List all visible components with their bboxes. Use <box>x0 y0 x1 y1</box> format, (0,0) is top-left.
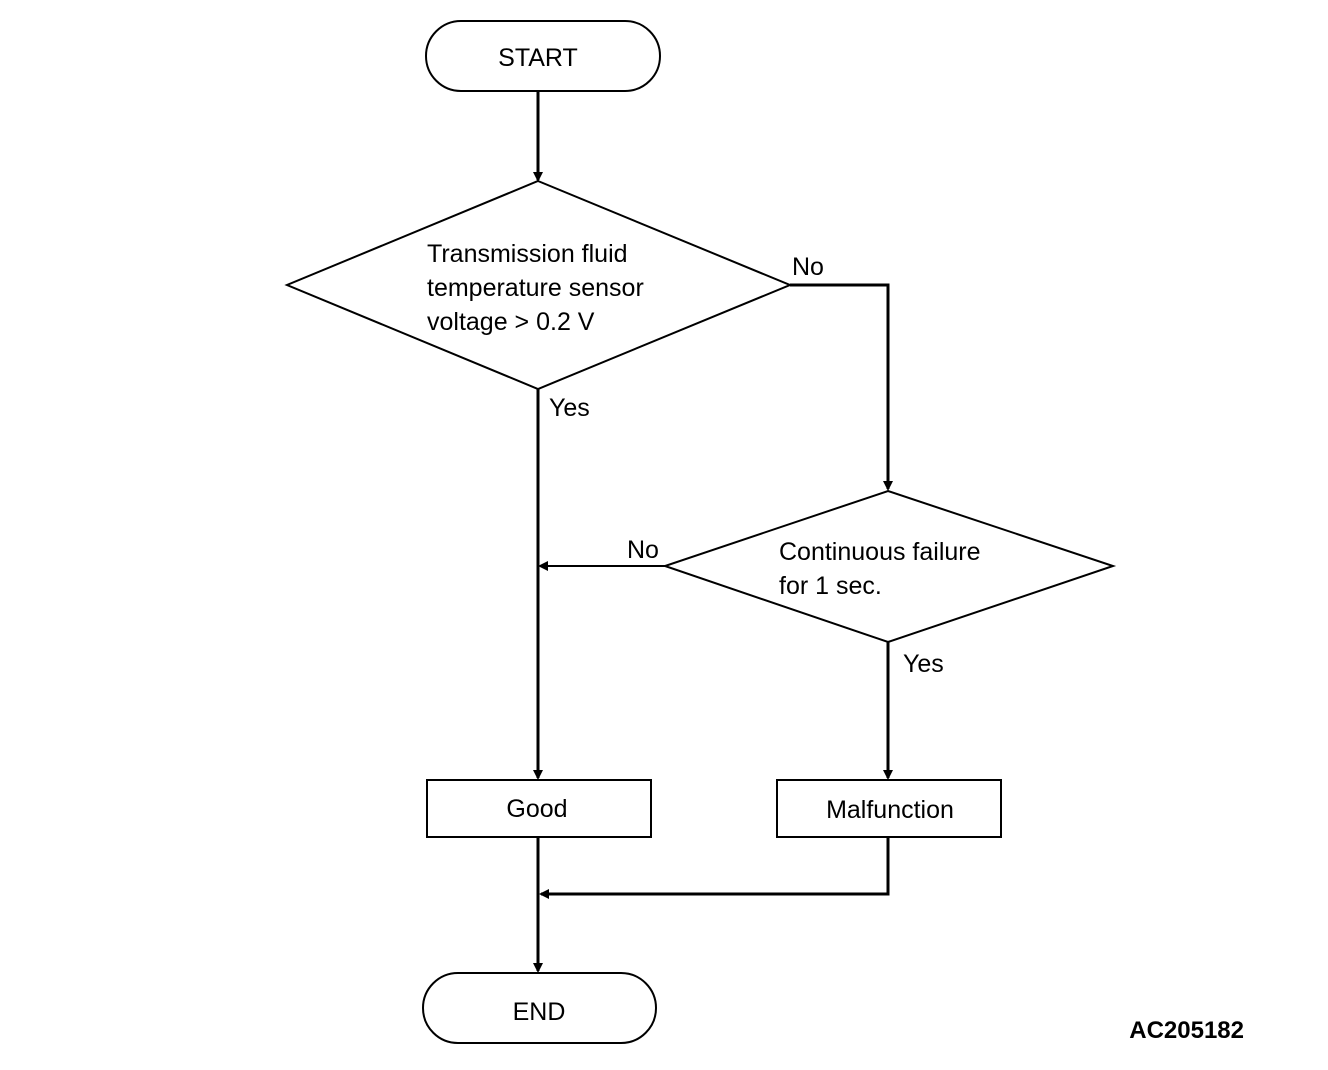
end-terminal <box>422 972 657 1044</box>
decision2-no-label: No <box>627 536 659 564</box>
malfunction-label: Malfunction <box>826 796 954 824</box>
connector-decision1-no <box>790 283 893 491</box>
decision1-text-line2: temperature sensor <box>427 274 644 302</box>
connector-malfunction-merge <box>539 837 890 899</box>
end-label: END <box>513 998 566 1026</box>
decision2-yes-label: Yes <box>903 650 944 678</box>
decision2-text-line1: Continuous failure <box>779 538 981 566</box>
good-box <box>426 779 652 838</box>
decision1-text-line3: voltage > 0.2 V <box>427 308 595 336</box>
decision2-diamond <box>661 489 1117 644</box>
figure-code: AC205182 <box>1129 1017 1244 1044</box>
decision1-text-line1: Transmission fluid <box>427 240 628 268</box>
start-label: START <box>498 44 578 72</box>
good-label: Good <box>506 795 567 823</box>
decision1-yes-label: Yes <box>549 394 590 422</box>
start-terminal <box>425 20 661 92</box>
decision2-text-line2: for 1 sec. <box>779 572 882 600</box>
decision1-no-label: No <box>792 253 824 281</box>
